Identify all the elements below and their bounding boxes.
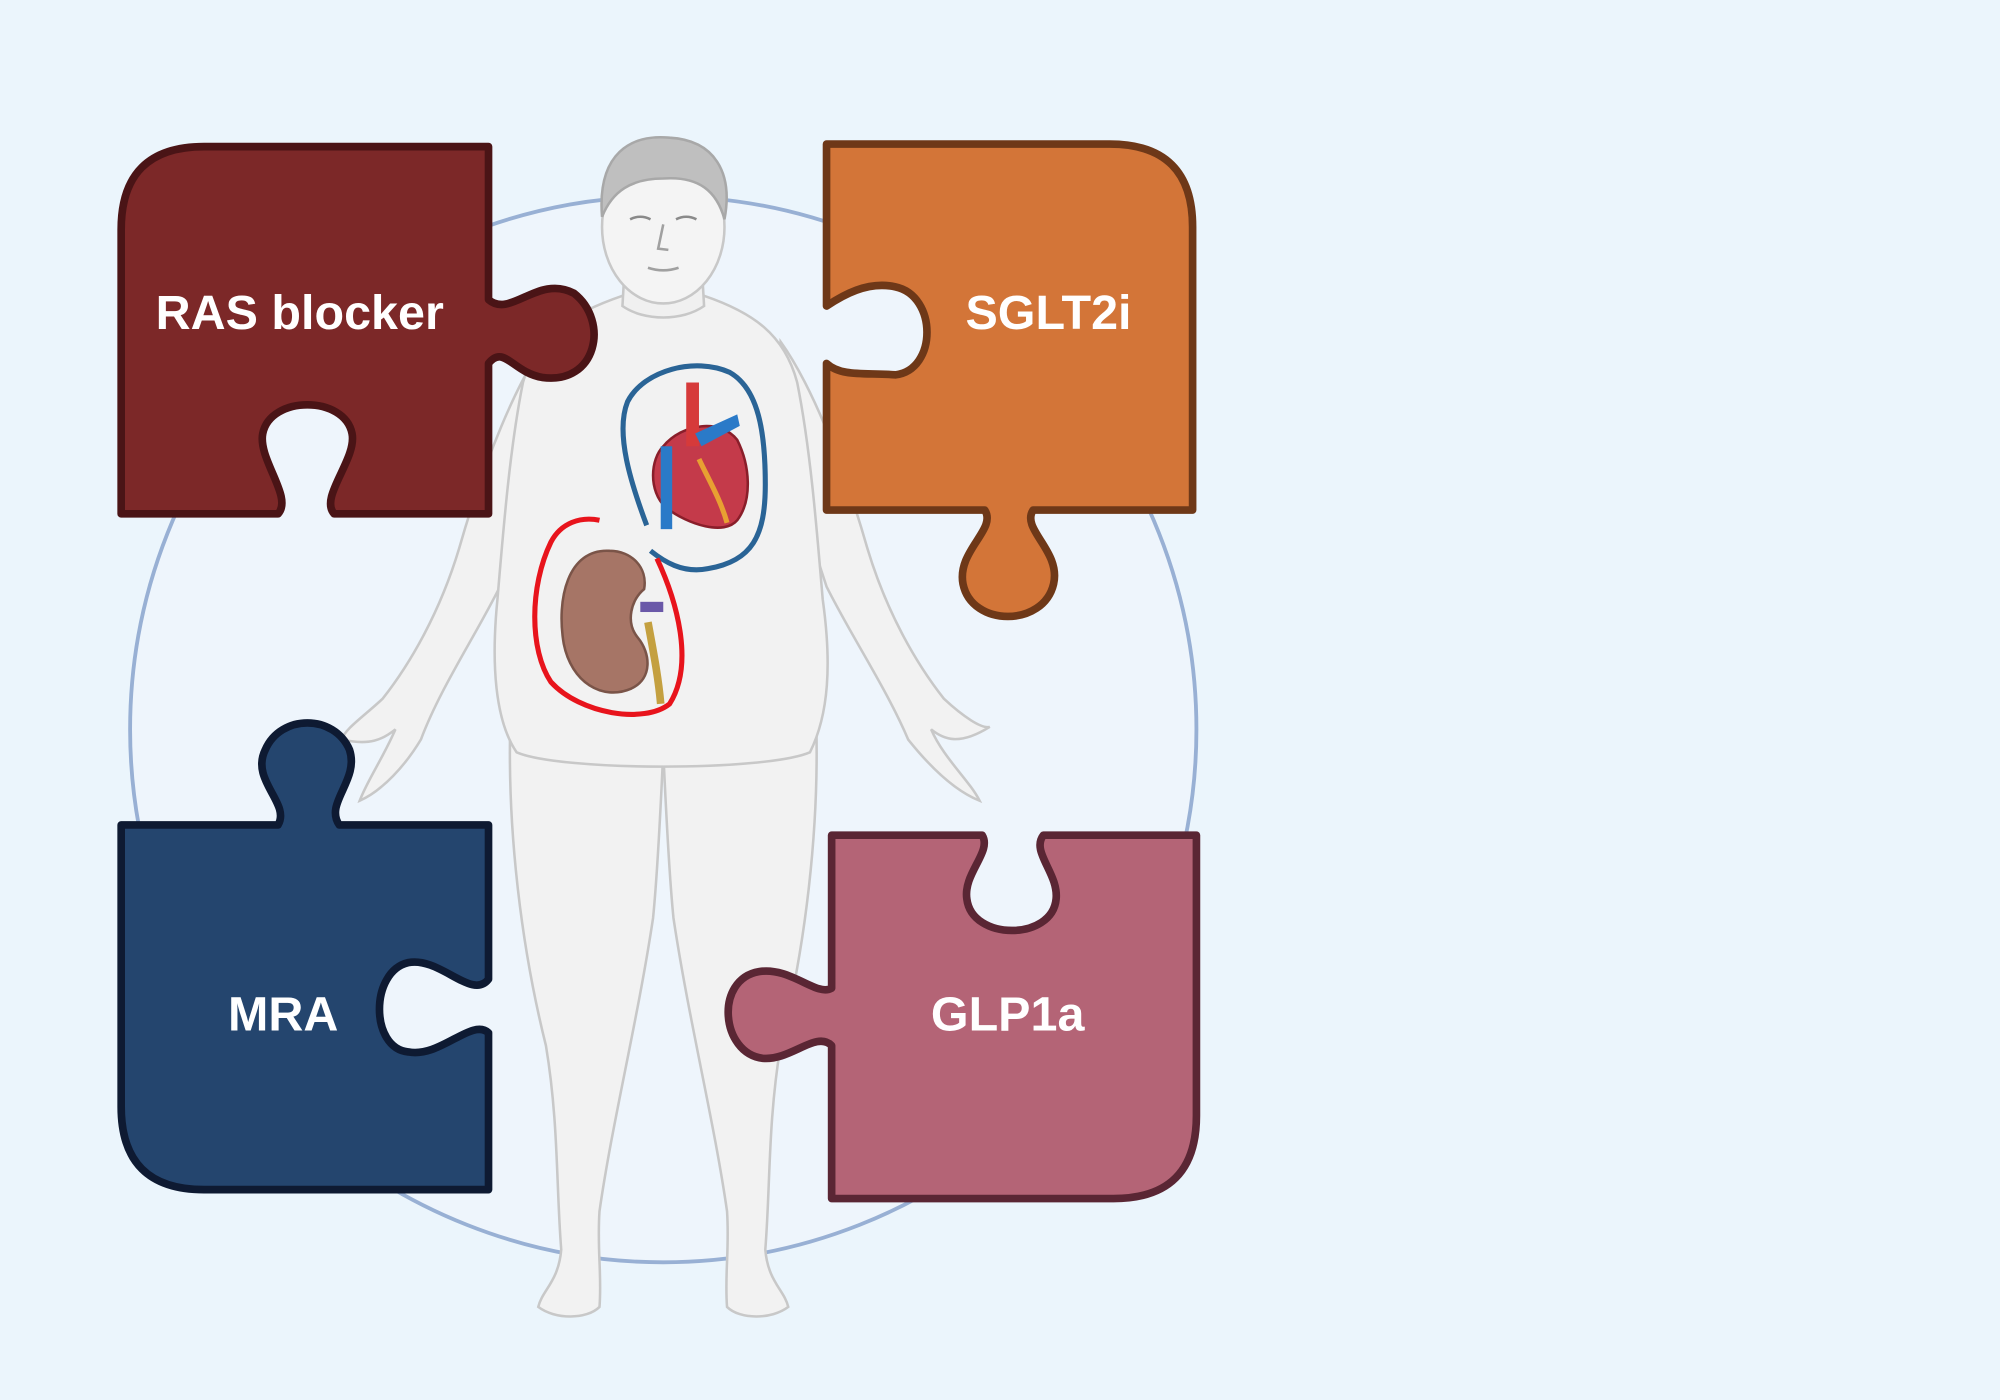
kidney-group	[532, 516, 685, 717]
puzzle-piece-ras-blocker: RAS blocker	[117, 142, 598, 518]
kidney-icon	[560, 549, 649, 694]
ureter-icon	[644, 621, 665, 705]
kidney-outline	[532, 516, 685, 717]
mra-piece-shape	[117, 719, 493, 1194]
left-arm	[340, 337, 550, 804]
coronary-vessel-icon	[696, 457, 730, 524]
heart-group	[620, 363, 768, 573]
puzzle-piece-glp1a: GLP1a	[724, 831, 1201, 1203]
mouth	[647, 266, 679, 272]
hair	[600, 135, 728, 220]
heart-outline	[620, 363, 768, 573]
nose	[656, 224, 669, 252]
left-leg	[508, 725, 665, 1318]
mra-label: MRA	[228, 987, 338, 1041]
sglt2i-label: SGLT2i	[965, 286, 1131, 340]
puzzle-piece-mra: MRA	[117, 719, 493, 1194]
glp1a-piece-shape	[724, 831, 1201, 1203]
ras-piece-shape	[117, 142, 598, 518]
glp1a-label: GLP1a	[931, 987, 1086, 1041]
pulmonary-vessel-icon	[695, 414, 740, 447]
right-eye	[675, 215, 697, 221]
ras-blocker-label: RAS blocker	[156, 286, 444, 340]
puzzle-piece-sglt2i: SGLT2i	[822, 140, 1197, 621]
vena-cava-icon	[660, 446, 673, 530]
left-eye	[629, 215, 652, 221]
renal-vein-icon	[640, 601, 664, 613]
aorta-icon	[686, 382, 699, 447]
sglt2i-piece-shape	[822, 140, 1197, 621]
